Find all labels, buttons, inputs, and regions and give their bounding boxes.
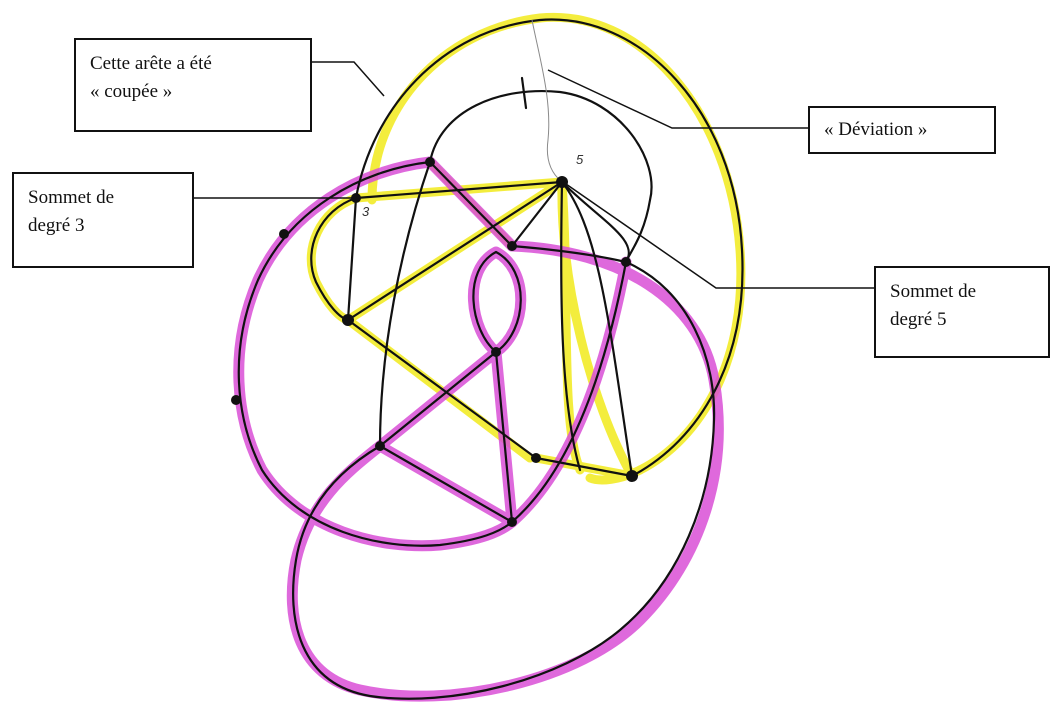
vertex bbox=[425, 157, 435, 167]
edge-n bbox=[380, 446, 512, 522]
degree5-mark: 5 bbox=[576, 152, 584, 167]
callout-cut-line2: « coupée » bbox=[90, 78, 296, 106]
edge-l bbox=[380, 352, 496, 446]
edge-d bbox=[430, 162, 512, 246]
leader-cut bbox=[312, 62, 384, 96]
callout-degree5-line1: Sommet de bbox=[890, 278, 1034, 306]
vertex bbox=[507, 517, 517, 527]
callout-cut-line1: Cette arête a été bbox=[90, 50, 296, 78]
vertex bbox=[621, 257, 631, 267]
vertex bbox=[375, 441, 385, 451]
callout-degree5: Sommet de degré 5 bbox=[874, 266, 1050, 358]
callout-degree5-line2: degré 5 bbox=[890, 306, 1034, 334]
callout-degree3: Sommet de degré 3 bbox=[12, 172, 194, 268]
vertex bbox=[351, 193, 361, 203]
vertex bbox=[231, 395, 241, 405]
callout-deviation-text: « Déviation » bbox=[824, 116, 980, 144]
vertex bbox=[491, 347, 501, 357]
callout-deviation: « Déviation » bbox=[808, 106, 996, 154]
vertex bbox=[626, 470, 638, 482]
vertex bbox=[342, 314, 354, 326]
vertex bbox=[279, 229, 289, 239]
edge-e bbox=[380, 162, 430, 446]
edge-upper-circle bbox=[430, 91, 652, 262]
callout-cut-edge: Cette arête a été « coupée » bbox=[74, 38, 312, 132]
edge-a bbox=[348, 198, 356, 320]
magenta-left-arc bbox=[239, 162, 512, 546]
vertex bbox=[531, 453, 541, 463]
vertex bbox=[556, 176, 568, 188]
deviation-line bbox=[532, 20, 562, 182]
pencil-marks bbox=[532, 20, 562, 182]
leader-deg5 bbox=[566, 184, 874, 288]
callout-degree3-line1: Sommet de bbox=[28, 184, 178, 212]
degree3-mark: 3 bbox=[362, 204, 370, 219]
callout-degree3-line2: degré 3 bbox=[28, 212, 178, 240]
vertex bbox=[507, 241, 517, 251]
